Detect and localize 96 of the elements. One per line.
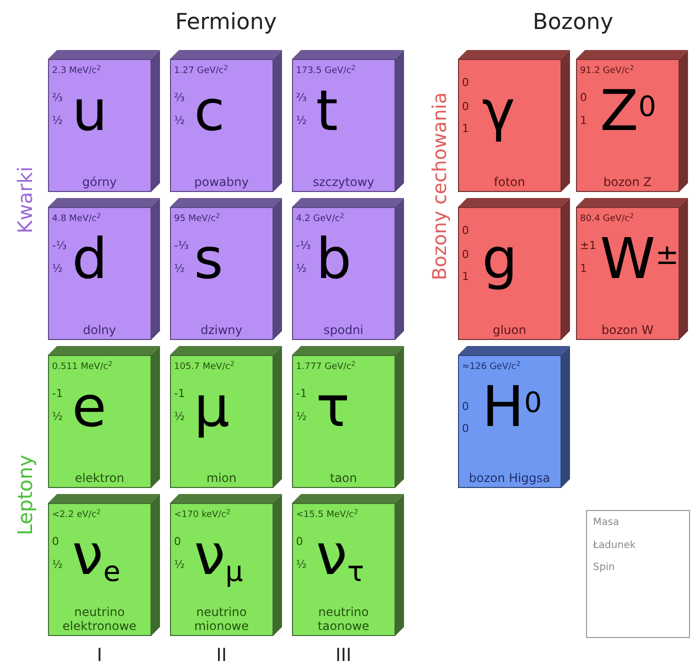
particle-name: spodni bbox=[322, 323, 364, 337]
legend-text: Ładunek bbox=[593, 540, 637, 552]
charge-label: -⅓ bbox=[296, 240, 311, 251]
particle-name: górny bbox=[81, 175, 118, 189]
mass-label: 2.3 MeV/c$^{2}$ bbox=[52, 67, 101, 76]
particle-symbol: Z$^{0}$ bbox=[600, 84, 656, 140]
mass-label: 0.511 MeV/c$^{2}$ bbox=[52, 363, 112, 372]
spin-label: ½ bbox=[174, 559, 185, 570]
charge-label: -1 bbox=[174, 388, 185, 399]
charge-label: 0 bbox=[462, 101, 469, 112]
particle-symbol: γ bbox=[482, 84, 516, 140]
spin-label: ½ bbox=[296, 263, 307, 274]
particle-symbol: ν$_{τ}$ bbox=[316, 528, 364, 584]
mass-label: 105.7 MeV/c$^{2}$ bbox=[174, 363, 234, 372]
particle-name: neutrino elektronowe bbox=[62, 605, 138, 633]
mass-label: 91.2 GeV/c$^{2}$ bbox=[580, 67, 634, 76]
particle-name: bozon Higgsa bbox=[468, 471, 552, 485]
charge-label: 0 bbox=[580, 92, 587, 103]
charge-label: -1 bbox=[52, 388, 63, 399]
generation-label: III bbox=[334, 644, 352, 668]
particle-name: powabny bbox=[193, 175, 250, 189]
charge-label: ⅔ bbox=[296, 92, 307, 103]
particle-symbol: s bbox=[194, 232, 224, 288]
mass-label: 4.8 MeV/c$^{2}$ bbox=[52, 215, 101, 224]
spin-label: ½ bbox=[174, 411, 185, 422]
particle-symbol: e bbox=[72, 380, 106, 436]
spin-label: ½ bbox=[296, 559, 307, 570]
particle-symbol: b bbox=[316, 232, 352, 288]
charge-label: ⅔ bbox=[174, 92, 185, 103]
charge-label: 0 bbox=[462, 401, 469, 412]
mass-label: <15.5 MeV/c$^{2}$ bbox=[296, 511, 358, 520]
group-label: Leptony bbox=[12, 454, 38, 538]
spin-label: ½ bbox=[52, 115, 63, 126]
spin-label: ½ bbox=[52, 263, 63, 274]
charge-label: 0 bbox=[52, 536, 59, 547]
spin-label: ½ bbox=[52, 411, 63, 422]
charge-label: -⅓ bbox=[174, 240, 189, 251]
spin-label: ½ bbox=[296, 115, 307, 126]
charge-label: 0 bbox=[462, 249, 469, 260]
charge-label: ±1 bbox=[580, 240, 596, 251]
particle-name: szczytowy bbox=[312, 175, 376, 189]
particle-name: foton bbox=[492, 175, 526, 189]
particle-symbol: τ bbox=[316, 380, 350, 436]
mass-label: 0 bbox=[462, 77, 469, 88]
charge-label: -⅓ bbox=[52, 240, 67, 251]
particle-symbol: d bbox=[72, 232, 108, 288]
group-heading: Bozony bbox=[532, 9, 614, 37]
particle-symbol: W$^{±}$ bbox=[600, 232, 679, 288]
spin-label: 1 bbox=[462, 271, 469, 282]
spin-label: 0 bbox=[462, 423, 469, 434]
particle-symbol: c bbox=[194, 84, 225, 140]
charge-label: 0 bbox=[296, 536, 303, 547]
generation-label: II bbox=[215, 644, 228, 668]
particle-name: gluon bbox=[492, 323, 528, 337]
mass-label: 4.2 GeV/c$^{2}$ bbox=[296, 215, 344, 224]
particle-name: taon bbox=[328, 471, 358, 485]
particle-symbol: t bbox=[316, 84, 338, 140]
spin-label: 1 bbox=[580, 263, 587, 274]
charge-label: 0 bbox=[174, 536, 181, 547]
particle-name: mion bbox=[206, 471, 238, 485]
particle-symbol: H$^{0}$ bbox=[482, 380, 542, 436]
particle-name: bozon Z bbox=[602, 175, 653, 189]
charge-label: -1 bbox=[296, 388, 307, 399]
generation-label: I bbox=[96, 644, 104, 668]
mass-label: <2.2 eV/c$^{2}$ bbox=[52, 511, 101, 520]
particle-symbol: ν$_{e}$ bbox=[72, 528, 121, 584]
group-heading: Fermiony bbox=[174, 9, 278, 37]
particle-name: elektron bbox=[74, 471, 126, 485]
mass-label: 1.27 GeV/c$^{2}$ bbox=[174, 67, 228, 76]
group-label: Bozony cechowania bbox=[428, 91, 452, 282]
particle-name: dziwny bbox=[200, 323, 244, 337]
spin-label: ½ bbox=[174, 115, 185, 126]
group-label: Kwarki bbox=[12, 165, 38, 236]
spin-label: 1 bbox=[580, 115, 587, 126]
mass-label: 95 MeV/c$^{2}$ bbox=[174, 215, 220, 224]
legend-key-box bbox=[586, 510, 690, 638]
legend-text: Masa bbox=[593, 517, 620, 530]
spin-label: ½ bbox=[296, 411, 307, 422]
particle-symbol: u bbox=[72, 84, 108, 140]
particle-name: neutrino mionowe bbox=[193, 605, 250, 633]
mass-label: 173.5 GeV/c$^{2}$ bbox=[296, 67, 356, 76]
mass-label: <170 keV/c$^{2}$ bbox=[174, 511, 230, 520]
mass-label: 0 bbox=[462, 225, 469, 236]
mass-label: 1.777 GeV/c$^{2}$ bbox=[296, 363, 356, 372]
mass-label: ≈126 GeV/c$^{2}$ bbox=[462, 363, 521, 372]
legend-text: Spin bbox=[593, 562, 616, 574]
particle-symbol: μ bbox=[194, 380, 230, 436]
particle-name: dolny bbox=[82, 323, 117, 337]
spin-label: ½ bbox=[174, 263, 185, 274]
charge-label: ⅔ bbox=[52, 92, 63, 103]
particle-name: bozon W bbox=[600, 323, 654, 337]
spin-label: ½ bbox=[52, 559, 63, 570]
spin-label: 1 bbox=[462, 123, 469, 134]
mass-label: 80.4 GeV/c$^{2}$ bbox=[580, 215, 634, 224]
particle-name: neutrino taonowe bbox=[316, 605, 370, 633]
particle-symbol: g bbox=[482, 232, 518, 288]
